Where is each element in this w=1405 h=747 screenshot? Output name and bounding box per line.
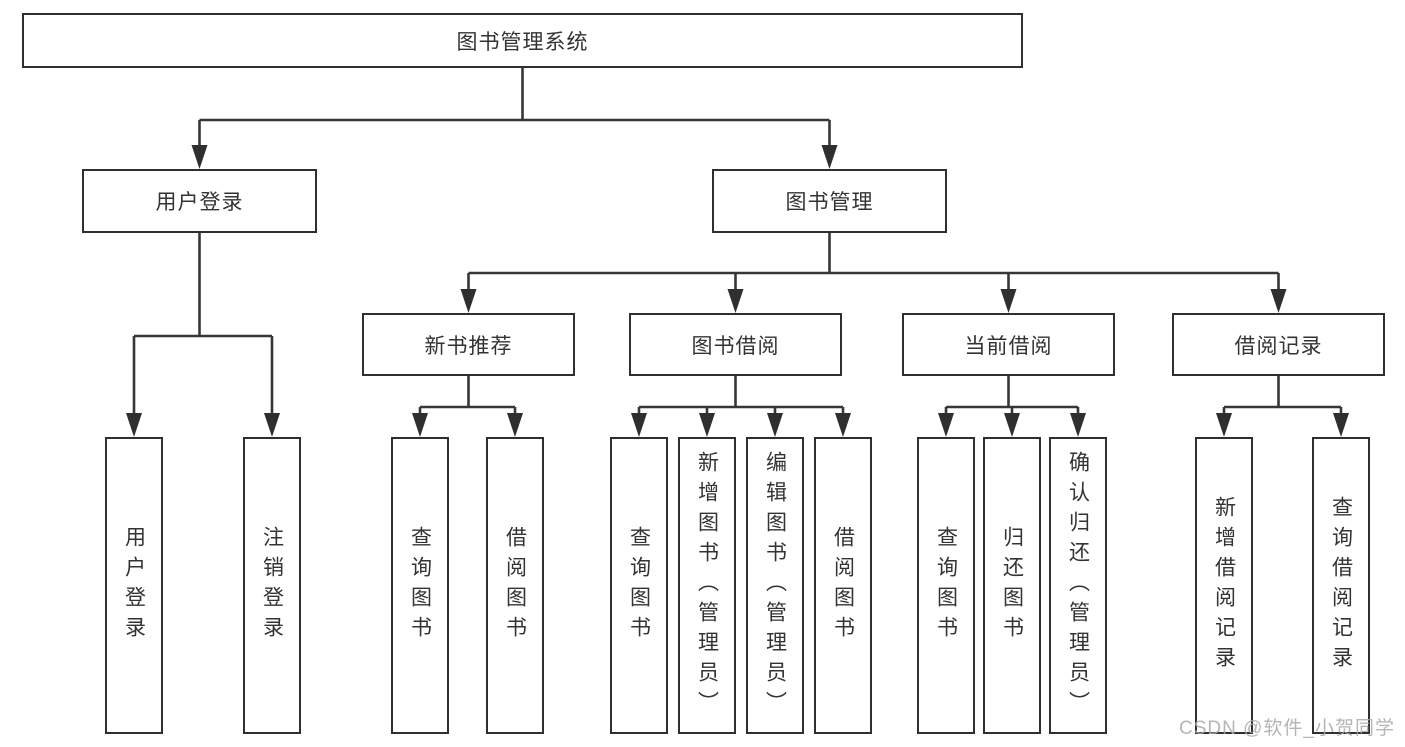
leaf-confirm-return-admin-label: 确认归还（管理员） — [1066, 450, 1090, 721]
leaf-logout-label: 注销登录 — [260, 525, 284, 646]
csdn-watermark: CSDN @软件_小贺同学 — [1179, 718, 1395, 739]
leaf-edit-book-admin: 编辑图书（管理员） — [746, 437, 804, 734]
leaf-add-book-admin-label: 新增图书（管理员） — [695, 450, 719, 721]
node-root-label: 图书管理系统 — [456, 30, 589, 54]
connector-current-borrow-group — [938, 376, 1086, 437]
leaf-query-borrow-record: 查询借阅记录 — [1312, 437, 1370, 734]
node-current-borrow: 当前借阅 — [902, 313, 1115, 376]
leaf-newbook-query-label: 查询图书 — [408, 525, 432, 646]
node-book-borrow: 图书借阅 — [629, 313, 842, 376]
leaf-query-borrow-record-label: 查询借阅记录 — [1329, 495, 1353, 676]
connector-root-to-level2 — [191, 68, 838, 169]
leaf-newbook-query: 查询图书 — [391, 437, 449, 734]
node-current-borrow-label: 当前借阅 — [964, 334, 1053, 358]
leaf-add-borrow-record-label: 新增借阅记录 — [1212, 495, 1236, 676]
leaf-borrow-query-label: 查询图书 — [627, 525, 651, 646]
leaf-user-login-label: 用户登录 — [122, 525, 146, 646]
node-book-management: 图书管理 — [712, 169, 947, 233]
leaf-user-login: 用户登录 — [105, 437, 163, 734]
connector-book-management-group — [460, 233, 1287, 313]
leaf-borrow-query: 查询图书 — [610, 437, 668, 734]
connector-new-book-group — [412, 376, 523, 437]
node-book-borrow-label: 图书借阅 — [691, 334, 780, 358]
node-root: 图书管理系统 — [22, 13, 1023, 68]
node-borrow-record: 借阅记录 — [1172, 313, 1385, 376]
leaf-current-query: 查询图书 — [917, 437, 975, 734]
node-user-login: 用户登录 — [82, 169, 317, 233]
node-new-book-recommend-label: 新书推荐 — [424, 334, 513, 358]
leaf-return-book-label: 归还图书 — [1000, 525, 1024, 646]
node-book-management-label: 图书管理 — [785, 191, 874, 214]
leaf-borrow-book: 借阅图书 — [814, 437, 872, 734]
leaf-current-query-label: 查询图书 — [934, 525, 958, 646]
leaf-edit-book-admin-label: 编辑图书（管理员） — [763, 450, 787, 721]
leaf-newbook-borrow-label: 借阅图书 — [503, 525, 527, 646]
node-user-login-label: 用户登录 — [155, 191, 244, 214]
connector-user-login-group — [126, 233, 280, 437]
leaf-borrow-book-label: 借阅图书 — [831, 525, 855, 646]
leaf-logout: 注销登录 — [243, 437, 301, 734]
leaf-add-borrow-record: 新增借阅记录 — [1195, 437, 1253, 734]
leaf-add-book-admin: 新增图书（管理员） — [678, 437, 736, 734]
node-borrow-record-label: 借阅记录 — [1234, 334, 1323, 358]
leaf-newbook-borrow: 借阅图书 — [486, 437, 544, 734]
node-new-book-recommend: 新书推荐 — [362, 313, 575, 376]
leaf-return-book: 归还图书 — [983, 437, 1041, 734]
leaf-confirm-return-admin: 确认归还（管理员） — [1049, 437, 1107, 734]
connector-borrow-record-group — [1216, 376, 1349, 437]
connector-book-borrow-group — [631, 376, 851, 437]
